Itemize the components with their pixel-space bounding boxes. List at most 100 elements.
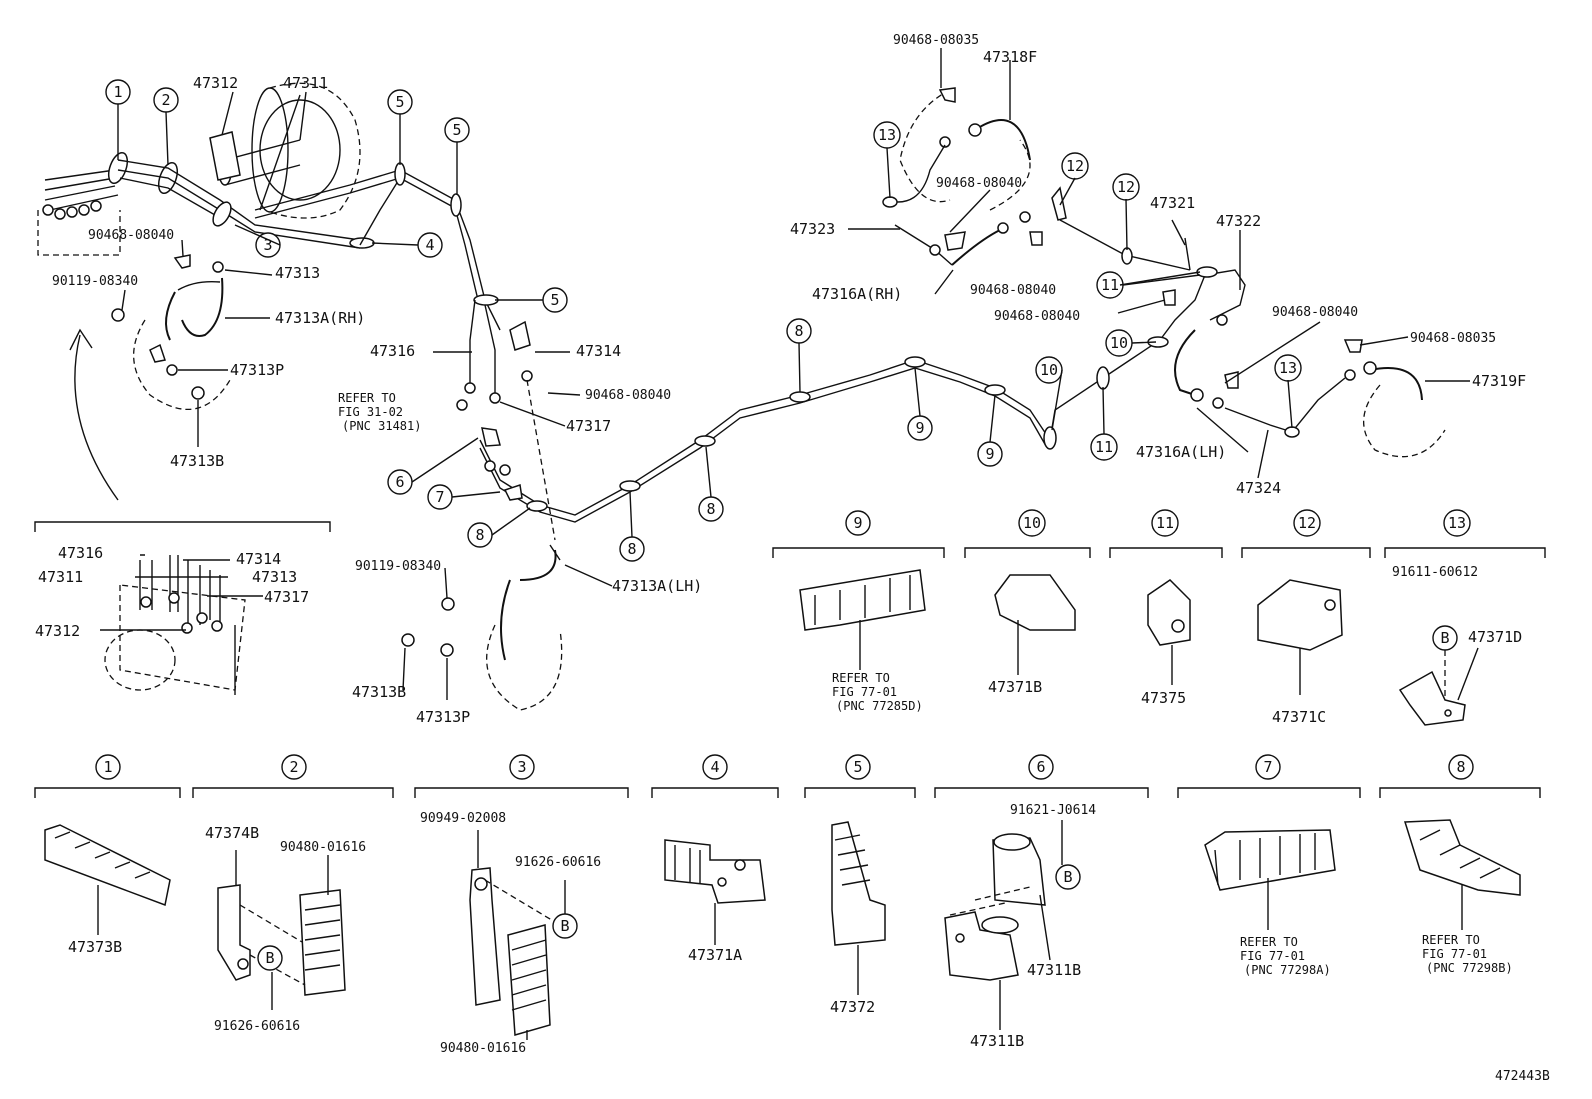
callout-9-b: 9 [977, 441, 1003, 467]
inset-label-47311: 47311 [38, 568, 83, 586]
svg-text:11: 11 [1101, 276, 1119, 294]
svg-text:B: B [1440, 629, 1449, 647]
label-47311b-b: 47311B [970, 1032, 1024, 1050]
label-90480-01616-b: 90480-01616 [440, 1041, 526, 1056]
callout-8-a: 8 [467, 522, 493, 548]
label-refer-fig77-7-3: (PNC 77298A) [1244, 963, 1331, 977]
svg-text:6: 6 [395, 473, 404, 491]
svg-text:5: 5 [853, 758, 862, 776]
svg-text:8: 8 [794, 322, 803, 340]
label-90468-08040-b: 90468-08040 [585, 388, 671, 403]
label-90119-08340-a: 90119-08340 [52, 274, 138, 289]
svg-text:2: 2 [161, 91, 170, 109]
section-1-header: 1 [95, 754, 121, 780]
label-refer-fig77-8-1: REFER TO [1422, 933, 1480, 947]
callout-5-a: 5 [387, 89, 413, 115]
section-9-header: 9 [845, 510, 871, 536]
svg-text:B: B [560, 917, 569, 935]
section-6-header: 6 [1028, 754, 1054, 780]
svg-text:8: 8 [475, 526, 484, 544]
label-91626-60616-b: 91626-60616 [515, 855, 601, 870]
label-90480-01616-a: 90480-01616 [280, 840, 366, 855]
callout-6-top: 6 [387, 469, 413, 495]
label-90468-08040-e: 90468-08040 [994, 309, 1080, 324]
label-47313b-b: 47313B [352, 683, 406, 701]
callout-5-b: 5 [444, 117, 470, 143]
callout-b-13: B [1432, 625, 1458, 651]
svg-text:8: 8 [706, 500, 715, 518]
label-refer-fig77-8-3: (PNC 77298B) [1426, 961, 1513, 975]
callout-7-top: 7 [427, 484, 453, 510]
callout-8-d: 8 [786, 318, 812, 344]
clamp-drawings [34, 547, 1546, 1040]
master-cylinder-assembly [37, 82, 533, 501]
svg-text:6: 6 [1036, 758, 1045, 776]
inset-label-47313: 47313 [252, 568, 297, 586]
svg-text:3: 3 [517, 758, 526, 776]
section-5-header: 5 [845, 754, 871, 780]
callout-8-b: 8 [619, 536, 645, 562]
svg-text:9: 9 [985, 445, 994, 463]
callout-9-a: 9 [907, 415, 933, 441]
section-7-header: 7 [1255, 754, 1281, 780]
label-refer-fig77-8-2: FIG 77-01 [1422, 947, 1487, 961]
label-47312: 47312 [193, 74, 238, 92]
label-47374b: 47374B [205, 824, 259, 842]
callout-b-2: B [257, 945, 283, 971]
label-90119-08340-b: 90119-08340 [355, 559, 441, 574]
callout-10-b: 10 [1105, 329, 1133, 357]
callout-11-b: 11 [1096, 271, 1124, 299]
label-90468-08040-d: 90468-08040 [970, 283, 1056, 298]
part-labels: 47312 47311 90468-08040 90119-08340 4731… [35, 33, 1550, 1084]
label-47313p-a: 47313P [230, 361, 284, 379]
label-90468-08040-a: 90468-08040 [88, 228, 174, 243]
label-47313a-lh: 47313A(LH) [612, 577, 702, 595]
label-47313a-rh: 47313A(RH) [275, 309, 365, 327]
label-47371a: 47371A [688, 946, 742, 964]
svg-text:4: 4 [425, 236, 434, 254]
label-47316: 47316 [370, 342, 415, 360]
section-10-header: 10 [1018, 509, 1046, 537]
section-12-header: 12 [1293, 509, 1321, 537]
section-8-header: 8 [1448, 754, 1474, 780]
svg-text:8: 8 [1456, 758, 1465, 776]
svg-text:10: 10 [1040, 361, 1058, 379]
svg-text:10: 10 [1110, 334, 1128, 352]
label-47372: 47372 [830, 998, 875, 1016]
label-refer-fig31-1: REFER TO [338, 391, 396, 405]
callout-b-6: B [1055, 864, 1081, 890]
label-47317: 47317 [566, 417, 611, 435]
section-3-header: 3 [509, 754, 535, 780]
label-90949-02008: 90949-02008 [420, 811, 506, 826]
label-refer-fig77-9-3: (PNC 77285D) [836, 699, 923, 713]
svg-text:9: 9 [853, 514, 862, 532]
label-refer-fig77-9-1: REFER TO [832, 671, 890, 685]
label-90468-08040-f: 90468-08040 [1272, 305, 1358, 320]
callout-8-c: 8 [698, 496, 724, 522]
label-90468-08035-b: 90468-08035 [1410, 331, 1496, 346]
label-47318f: 47318F [983, 48, 1037, 66]
label-47313: 47313 [275, 264, 320, 282]
svg-text:9: 9 [915, 419, 924, 437]
label-47311: 47311 [283, 74, 328, 92]
label-47373b: 47373B [68, 938, 122, 956]
label-47313p-b: 47313P [416, 708, 470, 726]
label-47322: 47322 [1216, 212, 1261, 230]
label-47319f: 47319F [1472, 372, 1526, 390]
svg-text:2: 2 [289, 758, 298, 776]
svg-text:5: 5 [395, 93, 404, 111]
callout-2-top: 2 [153, 87, 179, 113]
callout-circles: 1 2 3 4 5 5 5 6 7 8 8 8 8 9 9 10 10 11 1… [95, 79, 1474, 971]
label-refer-fig77-7-2: FIG 77-01 [1240, 949, 1305, 963]
callout-5-c: 5 [542, 287, 568, 313]
abs-actuator-inset [34, 521, 331, 695]
svg-text:B: B [1063, 868, 1072, 886]
callout-13-b: 13 [1274, 354, 1302, 382]
callout-10-a: 10 [1035, 356, 1063, 384]
label-47323: 47323 [790, 220, 835, 238]
svg-text:13: 13 [878, 126, 896, 144]
callout-12-b: 12 [1112, 173, 1140, 201]
svg-text:11: 11 [1095, 438, 1113, 456]
svg-text:7: 7 [1263, 758, 1272, 776]
inset-label-47312: 47312 [35, 622, 80, 640]
